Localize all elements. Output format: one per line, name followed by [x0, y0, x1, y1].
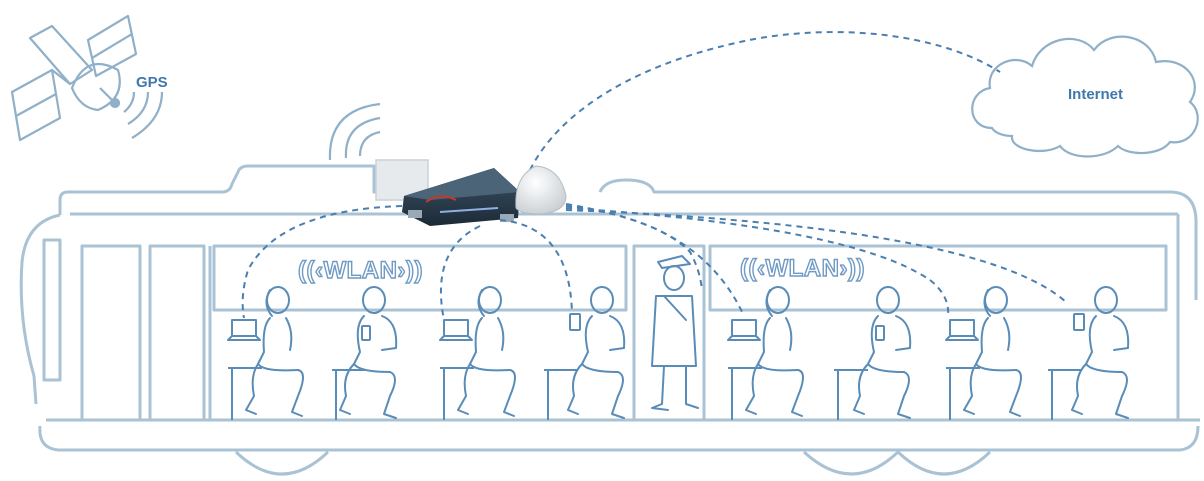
- phone-icon: [875, 325, 885, 341]
- cloud-icon: [971, 35, 1199, 158]
- internet-label: Internet: [1068, 86, 1124, 103]
- wlan-label-right: ((‹WLAN›)): [739, 254, 865, 282]
- phone-icon: [361, 325, 371, 341]
- passenger-man-phone: [339, 286, 398, 419]
- train-outline: [19, 164, 1200, 476]
- passenger-woman-laptop: [727, 286, 804, 417]
- passenger-man-phone: [1071, 286, 1130, 419]
- laptop-icon: [439, 319, 473, 341]
- router-icon: [402, 168, 520, 226]
- wifi-signal-icon: [328, 102, 381, 161]
- laptop-icon: [727, 319, 761, 341]
- laptop-icon: [945, 319, 979, 341]
- phone-icon: [1073, 313, 1085, 331]
- internet-link-line: [529, 31, 1001, 171]
- antenna-dome-icon: [515, 165, 567, 215]
- gps-label: GPS: [136, 74, 168, 91]
- passenger-conductor: [651, 255, 699, 411]
- passenger-man-phone: [853, 286, 912, 419]
- wlan-link-lines: [241, 203, 1067, 321]
- passenger-man-phone: [567, 286, 626, 419]
- phone-icon: [569, 313, 581, 331]
- passenger-woman-laptop: [439, 286, 516, 417]
- passengers: [227, 255, 1130, 419]
- wlan-label-left: ((‹WLAN›)): [297, 256, 423, 284]
- seats: [228, 367, 1082, 420]
- passenger-woman-laptop: [945, 286, 1022, 417]
- passenger-woman-laptop: [227, 286, 304, 417]
- laptop-icon: [227, 319, 261, 341]
- satellite-icon: [10, 14, 164, 142]
